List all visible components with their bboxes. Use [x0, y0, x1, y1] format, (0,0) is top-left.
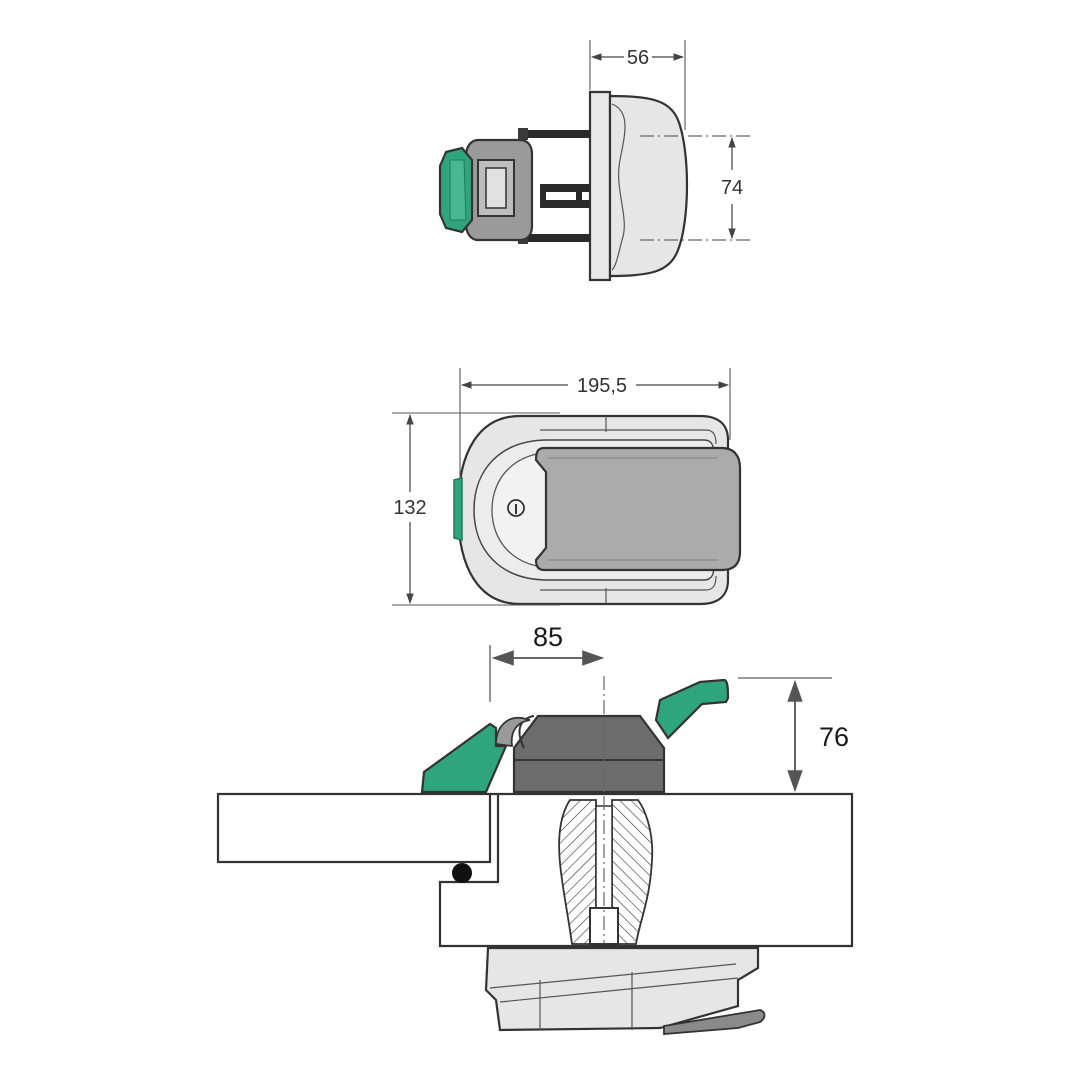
top-view: 195,5 132 [392, 368, 742, 606]
section-lock-hook [495, 716, 531, 748]
top-green-handle-edge [453, 477, 463, 541]
section-bottom-lever [663, 1009, 766, 1035]
section-view: 85 76 [216, 622, 854, 1035]
top-inner-contour [540, 429, 717, 591]
side-flange-plate [588, 90, 612, 282]
side-dome-contour [611, 103, 626, 271]
side-dome-body [608, 94, 689, 278]
top-handle-cover [534, 446, 742, 572]
dim-195-label: 195,5 [577, 375, 627, 397]
section-bolt-left [558, 799, 597, 945]
section-lock-body [512, 714, 666, 794]
section-bolt-right [611, 799, 654, 945]
dim-74-label: 74 [721, 177, 743, 199]
section-left-panel [216, 792, 492, 864]
section-green-catch [420, 722, 508, 794]
side-view: 56 74 [438, 40, 752, 282]
dim-132-label: 132 [393, 497, 426, 519]
dim-76-label: 76 [819, 722, 849, 752]
section-seal [452, 863, 472, 883]
dim-85-label: 85 [533, 622, 563, 652]
dim-56-label: 56 [627, 47, 649, 69]
section-green-lever [654, 678, 730, 740]
